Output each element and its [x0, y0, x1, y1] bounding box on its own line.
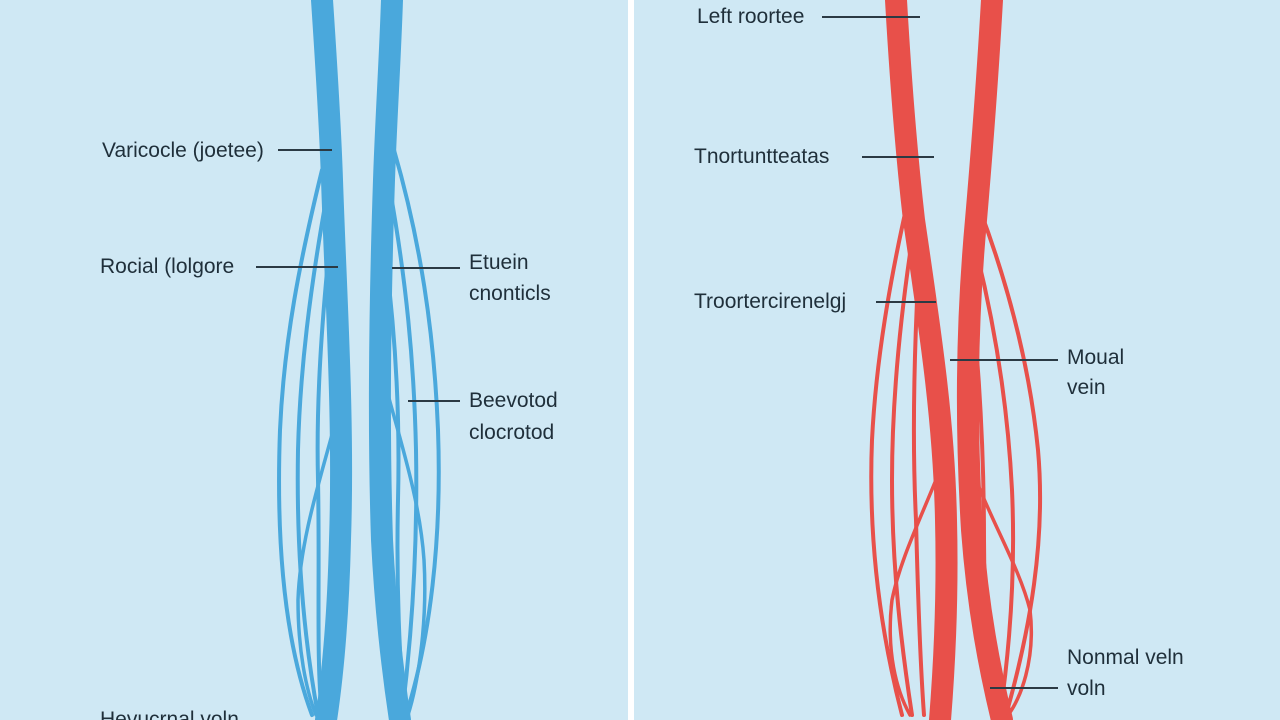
left-leader-lines: [256, 149, 460, 402]
right-branch-7: [970, 298, 998, 717]
label-tnort: Tnortuntteatas: [694, 145, 829, 168]
left-main-vein: [311, 0, 353, 720]
label-rocial: Rocial (lolgore: [100, 255, 234, 278]
right-vein-group: [869, 0, 1043, 720]
label-left-rootee: Left roortee: [697, 5, 804, 28]
left-branch-7: [384, 258, 406, 717]
right-branch-8: [974, 478, 1033, 717]
right-branch-3: [911, 278, 926, 717]
label-beeod-line1: Beevotod: [469, 389, 558, 412]
label-varicocele: Varicocle (joetee): [102, 139, 264, 162]
label-beeod-line2: clocrotod: [469, 421, 554, 444]
label-eten-line2: cnonticls: [469, 282, 551, 305]
right-branch-4: [888, 468, 942, 717]
left-vein-group: [277, 0, 441, 720]
right-branch-1: [869, 198, 910, 717]
right-branch-5: [978, 208, 1043, 717]
right-leader-lines: [822, 16, 1058, 689]
left-branch-6: [388, 188, 419, 717]
right-branch-6: [974, 248, 1016, 717]
left-branch-2: [295, 198, 328, 717]
left-branch-1: [277, 168, 324, 717]
right-second-vein: [956, 0, 1013, 720]
left-branch-5: [392, 148, 441, 717]
right-main-vein: [885, 0, 958, 720]
panel-divider: [628, 0, 634, 720]
right-branch-2: [889, 238, 914, 717]
label-normal-line1: Nonmal veln: [1067, 646, 1184, 669]
left-branch-4: [296, 418, 338, 717]
label-moual-line2: vein: [1067, 376, 1106, 399]
left-labels: Varicocle (joetee) Rocial (lolgore Etuei…: [100, 139, 558, 720]
left-second-vein: [368, 0, 411, 720]
label-moual-line1: Moual: [1067, 346, 1124, 369]
label-normal-line2: voln: [1067, 677, 1106, 700]
left-branch-8: [382, 378, 427, 717]
label-troort: Troortercirenelgj: [694, 290, 846, 313]
right-labels: Left roortee Tnortuntteatas Troortercire…: [694, 5, 1184, 700]
label-bottom-left: Hevucrnal voln: [100, 708, 239, 720]
label-eten-line1: Etuein: [469, 251, 529, 274]
